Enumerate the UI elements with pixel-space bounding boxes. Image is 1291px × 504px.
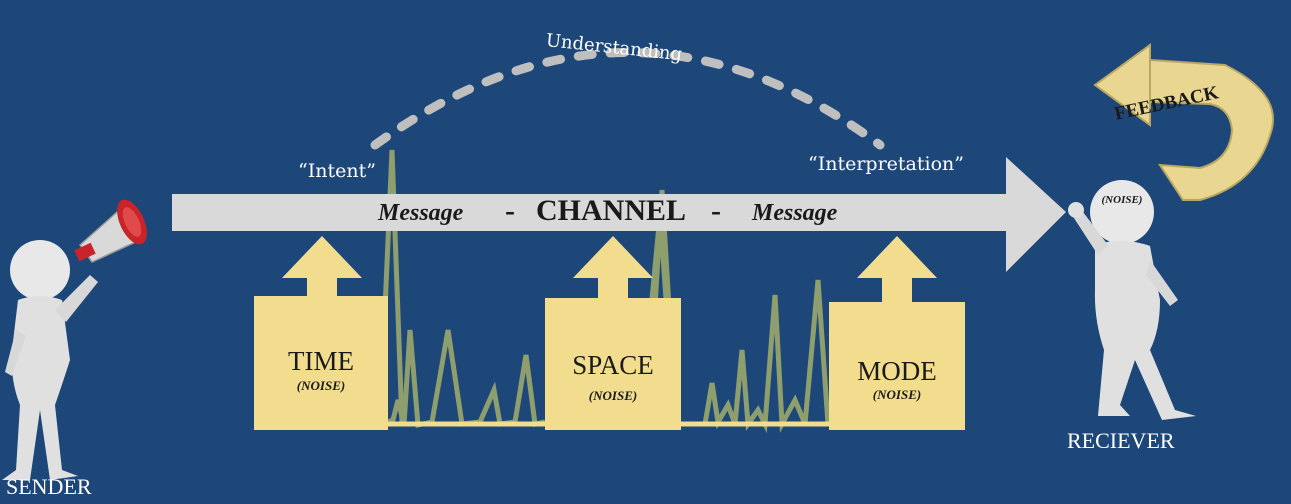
- message-left-label: Message: [378, 200, 464, 226]
- sender-figure: [2, 240, 98, 480]
- mode-box-title: MODE: [857, 356, 937, 386]
- space-box: [545, 236, 681, 430]
- channel-arrow: [172, 157, 1066, 272]
- understanding-arc: [370, 48, 885, 150]
- megaphone-icon: [74, 199, 147, 263]
- space-box-noise: (NOISE): [588, 388, 638, 403]
- space-box-title: SPACE: [572, 350, 654, 380]
- receiver-figure: [1068, 180, 1196, 420]
- message-right-label: Message: [752, 200, 838, 226]
- mode-box: [829, 236, 965, 430]
- feedback-arrow: [1093, 43, 1274, 201]
- time-box-noise: (NOISE): [296, 378, 346, 393]
- time-box-title: TIME: [288, 346, 354, 376]
- mode-box-noise: (NOISE): [872, 387, 922, 402]
- interpretation-label: “Interpretation”: [808, 153, 964, 175]
- receiver-noise-label: (NOISE): [1101, 194, 1143, 206]
- receiver-label: RECIEVER: [1067, 428, 1175, 453]
- dash-right: -: [711, 194, 721, 227]
- sender-label: SENDER: [6, 474, 92, 499]
- dash-left: -: [505, 194, 515, 227]
- intent-label: “Intent”: [298, 160, 376, 182]
- time-box: [254, 236, 388, 430]
- channel-label: CHANNEL: [536, 194, 687, 227]
